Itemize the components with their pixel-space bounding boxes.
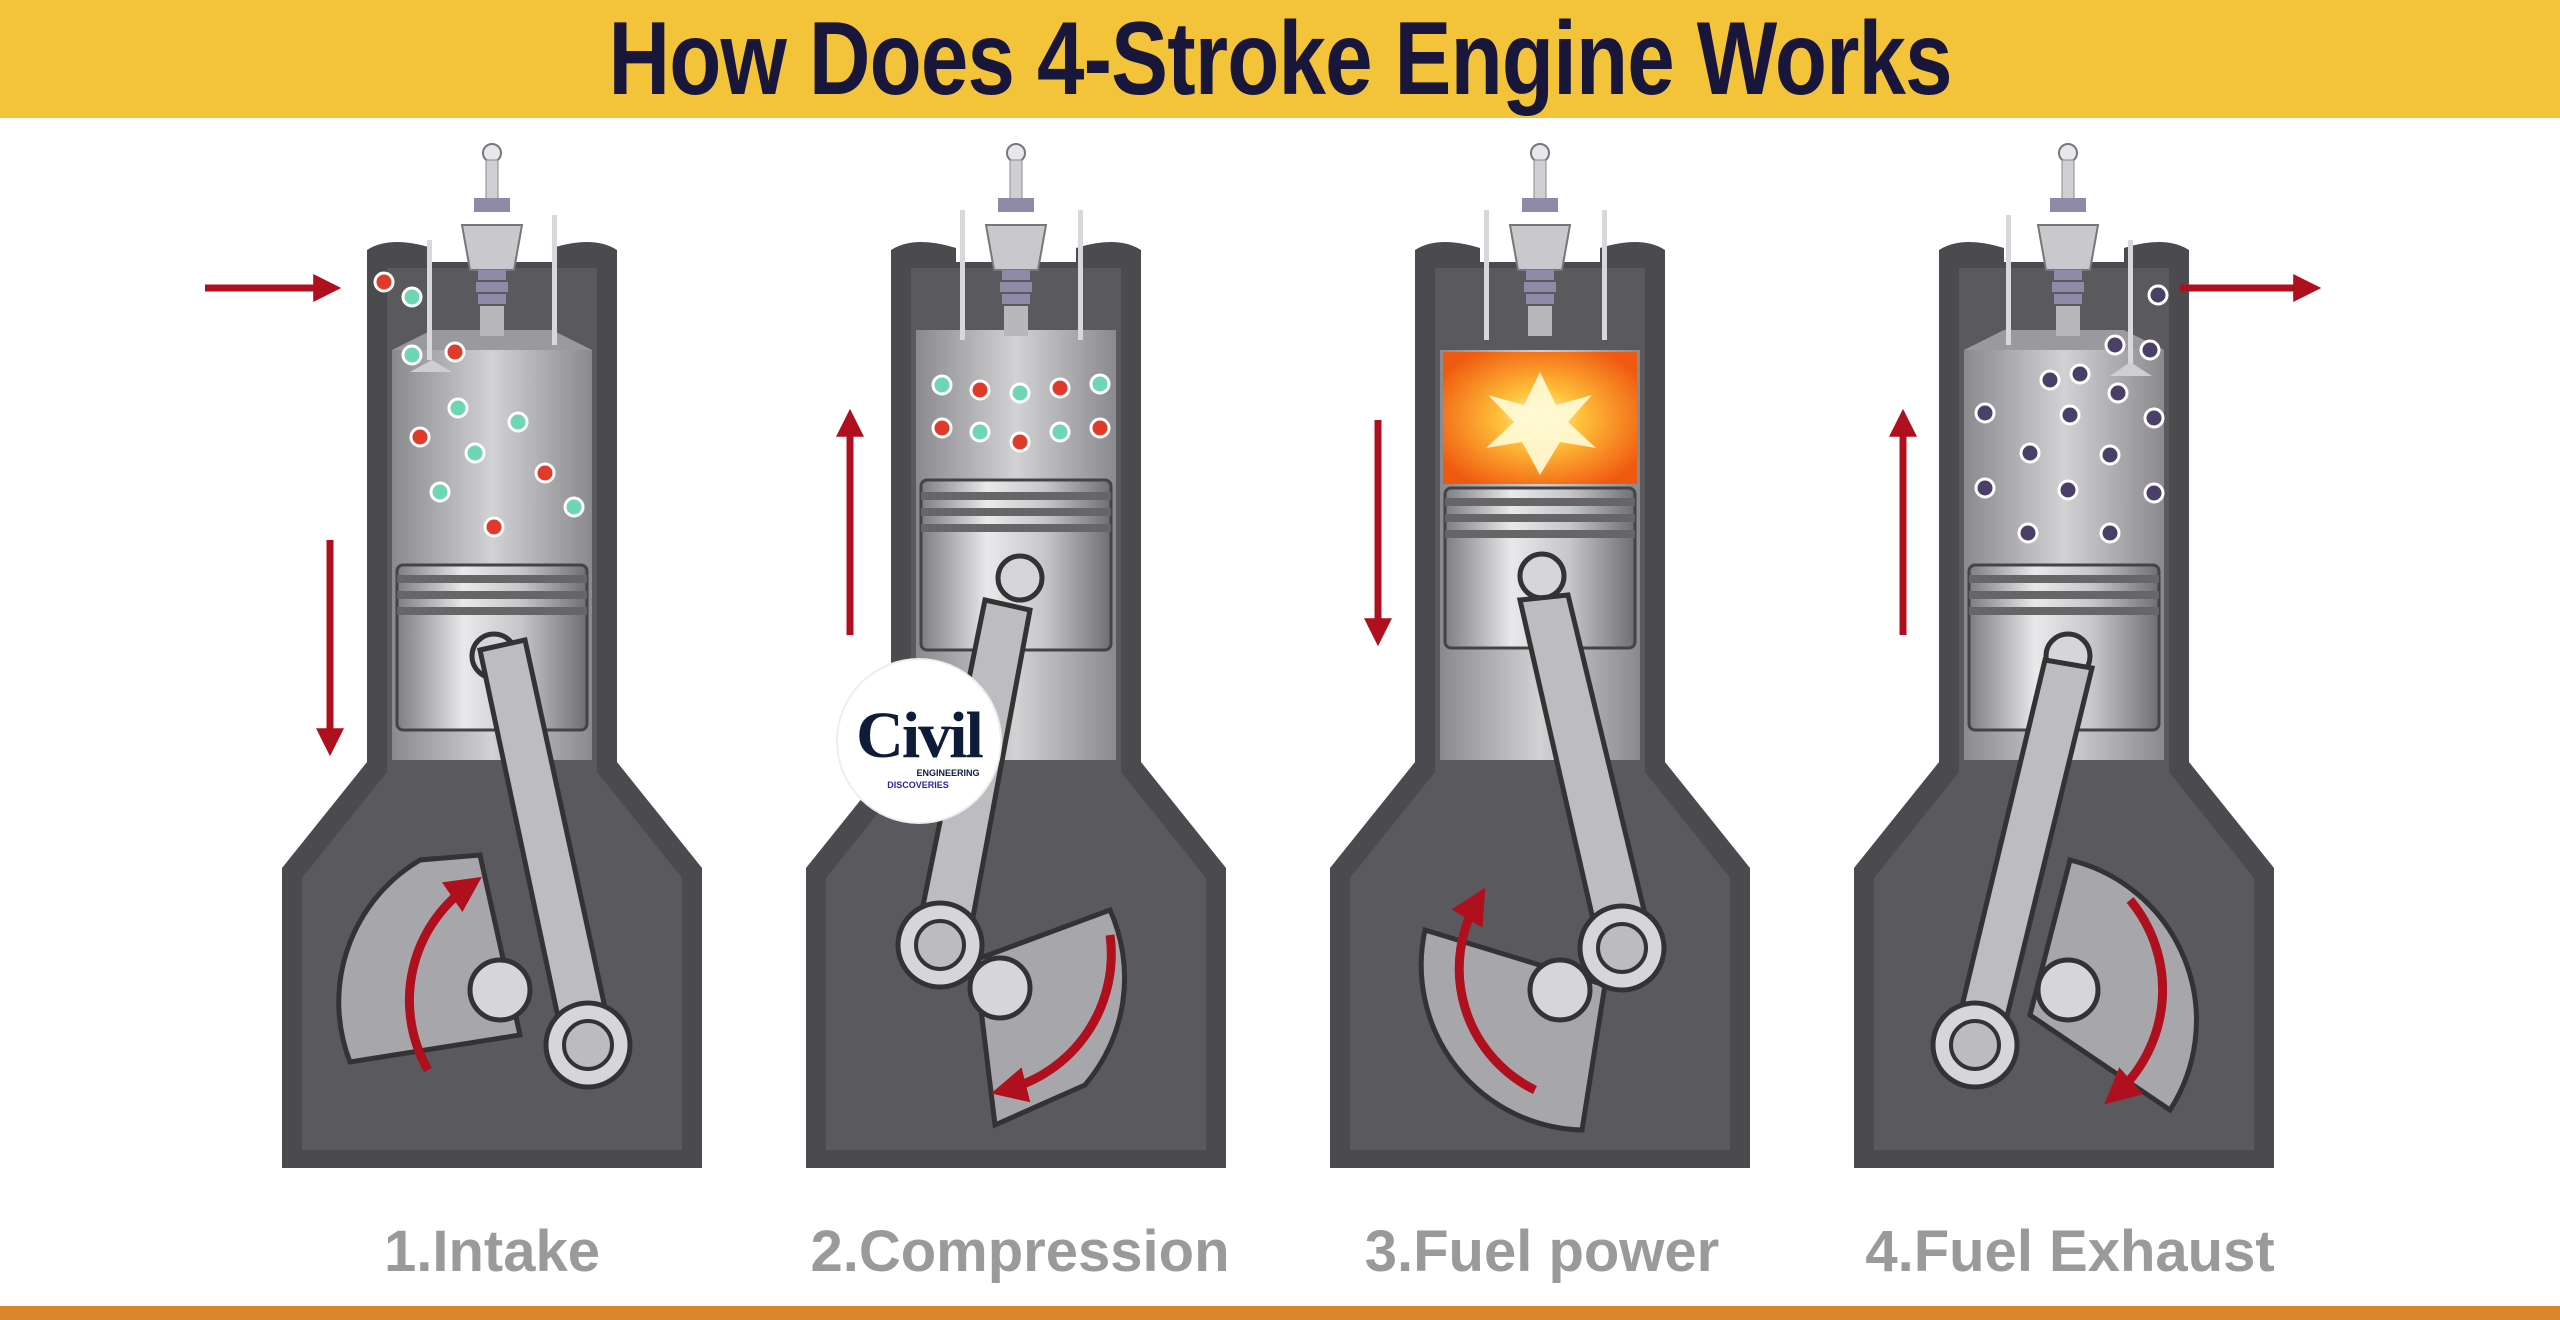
page-title: How Does 4-Stroke Engine Works <box>608 0 1952 117</box>
engine-power <box>1330 143 1750 1168</box>
valve-stem <box>1602 210 1607 340</box>
engine-exhaust <box>1854 143 2322 1168</box>
piston <box>1443 486 1637 650</box>
engine-compression <box>806 143 1226 1168</box>
stroke-label-compression: 2.Compression <box>810 1219 1230 1284</box>
spark-plug <box>984 143 1048 336</box>
valve-stem <box>427 240 432 360</box>
rotation-arrow <box>404 876 482 1073</box>
valve-stem <box>2128 240 2133 365</box>
exhaust-valve <box>2110 362 2152 376</box>
exhaust-particles <box>1974 284 2169 544</box>
valve-stem <box>552 215 557 345</box>
footer-stripe <box>0 1306 2560 1320</box>
intake-valve <box>410 360 452 372</box>
valve-stem <box>1078 210 1083 340</box>
fuel-particles <box>373 271 585 538</box>
combustion-chamber <box>392 330 592 350</box>
crank-assembly <box>1418 592 1667 1133</box>
rotation-arrow <box>2104 897 2168 1105</box>
spark-plug <box>460 143 524 336</box>
engine-intake <box>205 143 702 1168</box>
piston <box>919 478 1113 652</box>
spark-plug <box>2036 143 2100 336</box>
spark-plug <box>1508 143 1572 336</box>
rotation-arrow <box>991 934 1116 1103</box>
stroke-label-power: 3.Fuel power <box>1364 1219 1720 1284</box>
brand-logo: Civil ENGINEERING DISCOVERIES <box>838 660 1000 822</box>
stroke-label-intake: 1.Intake <box>384 1219 600 1284</box>
title-banner: How Does 4-Stroke Engine Works <box>0 0 2560 118</box>
rotation-arrow <box>1451 887 1537 1095</box>
valve-stem <box>2006 215 2011 345</box>
stroke-label-exhaust: 4.Fuel Exhaust <box>1865 1219 2275 1284</box>
logo-line2: DISCOVERIES <box>887 780 949 790</box>
valve-stem <box>960 210 965 340</box>
explosion-burst <box>1486 372 1596 475</box>
logo-line1: ENGINEERING <box>916 768 980 778</box>
fuel-particles <box>931 373 1111 453</box>
logo-word: Civil <box>856 699 984 772</box>
valve-stem <box>1484 210 1489 340</box>
